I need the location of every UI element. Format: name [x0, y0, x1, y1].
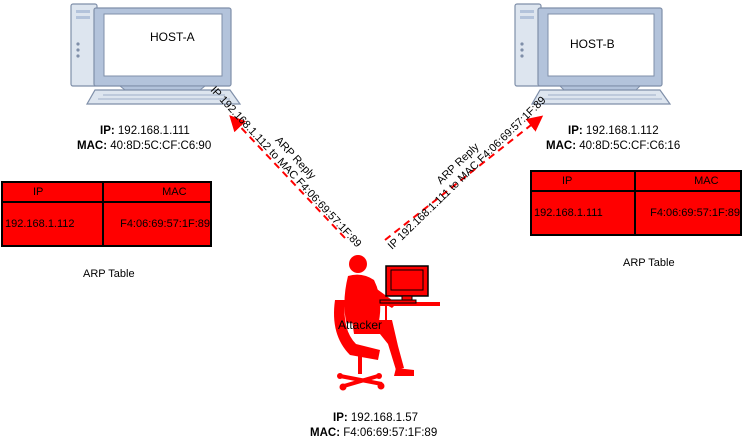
host-a-mac-label: MAC:	[77, 140, 108, 152]
host-a-ip-label: IP:	[100, 125, 115, 137]
attacker-ip-label: IP:	[333, 412, 348, 424]
host-b-name: HOST-B	[570, 37, 615, 51]
table-cell-mac: F4:06:69:57:1F:89	[634, 190, 742, 236]
host-a-arp-caption: ARP Table	[83, 268, 135, 280]
host-a-name: HOST-A	[150, 30, 195, 44]
table-row: 192.168.1.111 F4:06:69:57:1F:89	[529, 190, 742, 236]
host-a-ip: 192.168.1.111	[117, 125, 190, 137]
host-b-ip: 192.168.1.112	[585, 125, 659, 137]
host-b-arp-caption: ARP Table	[623, 257, 675, 269]
attacker-name: Attacker	[338, 318, 383, 332]
table-cell-ip: 192.168.1.111	[529, 190, 637, 236]
column-header-mac: MAC	[102, 181, 212, 203]
host-b-info: IP: 192.168.1.112 MAC: 40:8D:5C:CF:C6:16	[546, 124, 681, 154]
attacker-mac: F4:06:69:57:1F:89	[343, 427, 438, 439]
host-b-computer-icon	[514, 3, 672, 105]
table-cell-ip: 192.168.1.112	[0, 201, 105, 247]
arrow-to-host-b	[384, 115, 544, 241]
column-header-ip: IP	[529, 170, 637, 192]
arrow-to-host-a	[229, 115, 346, 239]
table-cell-mac: F4:06:69:57:1F:89	[102, 201, 212, 247]
host-a-info: IP: 192.168.1.111 MAC: 40:8D:5C:CF:C6:90	[77, 124, 212, 154]
host-a-arp-table: IP MAC 192.168.1.112 F4:06:69:57:1F:89	[0, 181, 212, 247]
host-b-arp-table: IP MAC 192.168.1.111 F4:06:69:57:1F:89	[529, 170, 742, 236]
attacker-mac-label: MAC:	[310, 427, 341, 439]
host-b-ip-label: IP:	[568, 125, 583, 137]
attacker-info: IP: 192.168.1.57 MAC: F4:06:69:57:1F:89	[310, 411, 438, 441]
table-row: 192.168.1.112 F4:06:69:57:1F:89	[0, 201, 212, 247]
column-header-mac: MAC	[634, 170, 742, 192]
host-a-mac: 40:8D:5C:CF:C6:90	[110, 140, 212, 152]
host-a-computer-icon	[70, 3, 242, 105]
attacker-icon	[334, 255, 440, 391]
table-header-row: IP MAC	[529, 170, 742, 192]
table-header-row: IP MAC	[0, 181, 212, 203]
host-b-mac: 40:8D:5C:CF:C6:16	[579, 140, 681, 152]
column-header-ip: IP	[0, 181, 105, 203]
host-b-mac-label: MAC:	[546, 140, 577, 152]
attacker-ip: 192.168.1.57	[350, 412, 419, 424]
